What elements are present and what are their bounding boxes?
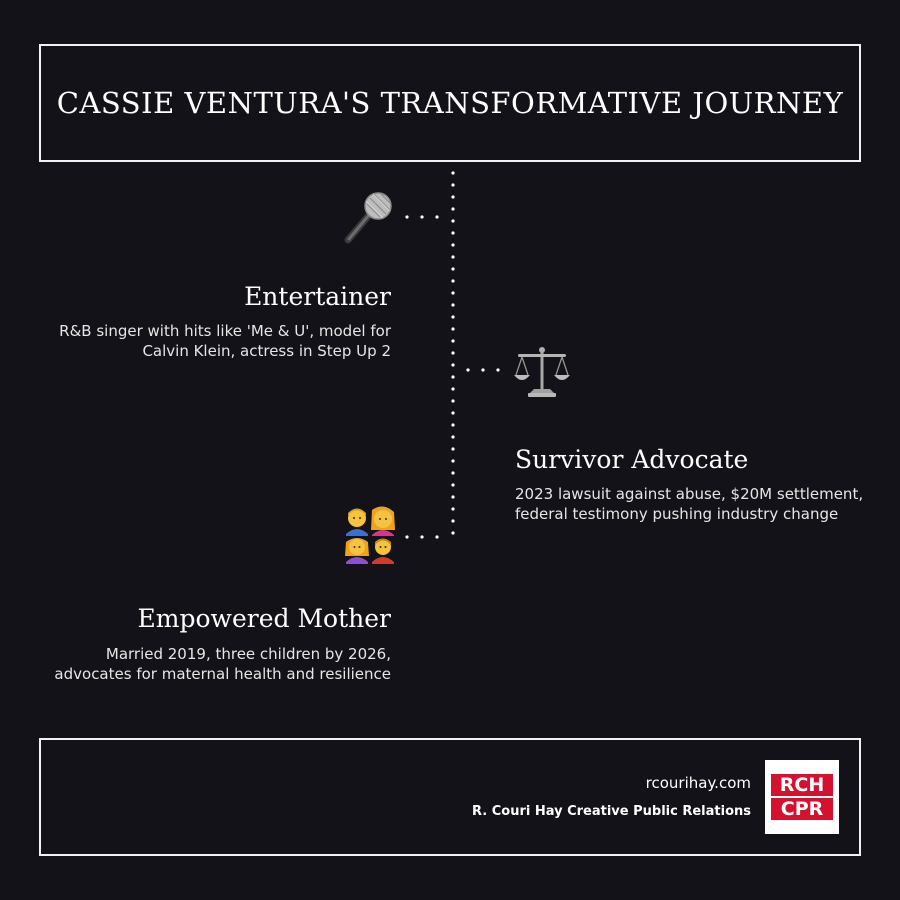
milestone-desc-empowered-mother: Married 2019, three children by 2026, ad… — [54, 645, 391, 683]
connector-entertainer — [405, 215, 439, 219]
spine-dot — [451, 423, 455, 427]
spine-dot — [451, 375, 455, 379]
spine-dot — [451, 279, 455, 283]
spine-dot — [451, 195, 455, 199]
spine-dot — [451, 435, 455, 439]
title-box: CASSIE VENTURA'S TRANSFORMATIVE JOURNEY — [39, 44, 861, 162]
spine-dot — [451, 411, 455, 415]
milestone-desc-survivor-advocate: 2023 lawsuit against abuse, $20M settlem… — [515, 485, 864, 523]
spine-dot — [451, 459, 455, 463]
spine-dot — [451, 303, 455, 307]
spine-dot — [451, 339, 455, 343]
scales-icon — [514, 347, 570, 397]
spine-dot — [451, 219, 455, 223]
footer-box: rcourihay.com R. Couri Hay Creative Publ… — [39, 738, 861, 856]
spine-dot — [451, 183, 455, 187]
spine-dot — [451, 399, 455, 403]
spine-dot — [451, 255, 455, 259]
page-title: CASSIE VENTURA'S TRANSFORMATIVE JOURNEY — [56, 86, 844, 120]
spine-dot — [451, 531, 455, 535]
milestone-heading-entertainer: Entertainer — [244, 282, 391, 311]
connector-empowered-mother — [405, 535, 439, 539]
spine-dot — [451, 387, 455, 391]
spine-dot — [451, 351, 455, 355]
spine-dot — [451, 315, 455, 319]
spine-dot — [451, 471, 455, 475]
spine-dot — [451, 519, 455, 523]
spine-dot — [451, 207, 455, 211]
logo-line-cpr: CPR — [771, 798, 833, 820]
milestone-desc-entertainer: R&B singer with hits like 'Me & U', mode… — [59, 322, 391, 360]
rch-cpr-logo: RCH CPR — [765, 760, 839, 834]
spine-dot — [451, 291, 455, 295]
connector-survivor-advocate — [466, 368, 500, 372]
spine-dot — [451, 495, 455, 499]
footer-url[interactable]: rcourihay.com — [645, 774, 751, 792]
footer-company-name: R. Couri Hay Creative Public Relations — [472, 804, 751, 819]
spine-dot — [451, 171, 455, 175]
spine-dot — [451, 447, 455, 451]
spine-dot — [451, 243, 455, 247]
spine-dot — [451, 363, 455, 367]
family-icon — [345, 506, 395, 564]
milestone-heading-empowered-mother: Empowered Mother — [137, 604, 391, 633]
spine-dot — [451, 267, 455, 271]
logo-line-rch: RCH — [771, 774, 833, 796]
spine-dot — [451, 507, 455, 511]
timeline-spine — [451, 171, 455, 535]
microphone-icon — [344, 192, 392, 244]
milestone-heading-survivor-advocate: Survivor Advocate — [515, 445, 749, 474]
spine-dot — [451, 327, 455, 331]
spine-dot — [451, 231, 455, 235]
spine-dot — [451, 483, 455, 487]
